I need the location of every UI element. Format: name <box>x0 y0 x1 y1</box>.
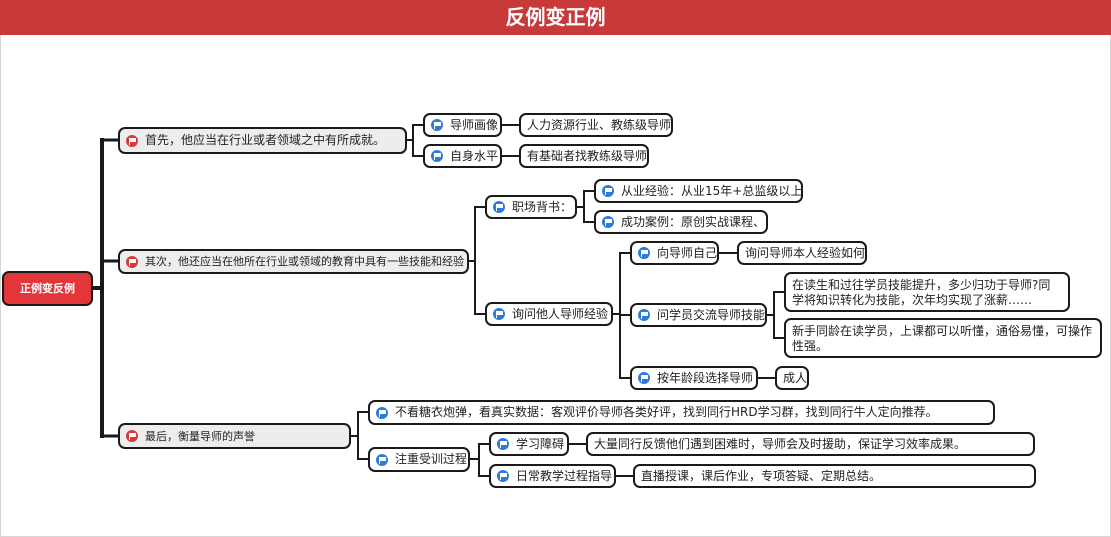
blue-flag-icon <box>602 185 614 197</box>
topic-node[interactable]: 询问他人导师经验 <box>485 302 613 326</box>
blue-flag-icon <box>493 201 505 213</box>
topic-node[interactable]: 自身水平 <box>423 144 502 168</box>
blue-flag-icon <box>602 216 614 228</box>
topic-node[interactable]: 不看糖衣炮弹，看真实数据：客观评价导师各类好评，找到同行HRD学习群，找到同行牛… <box>368 400 995 425</box>
topic-node[interactable]: 日常教学过程指导 <box>489 464 616 488</box>
node-label: 不看糖衣炮弹，看真实数据：客观评价导师各类好评，找到同行HRD学习群，找到同行牛… <box>395 405 938 419</box>
blue-flag-icon <box>493 308 505 320</box>
connector-line <box>350 411 369 460</box>
topic-node[interactable]: 职场背书： <box>485 195 577 219</box>
node-label: 自身水平 <box>450 148 499 163</box>
node-label: 成功案例：原创实战课程、 <box>621 214 766 229</box>
node-label: 直播授课，课后作业，专项答疑、定期总结。 <box>641 468 882 483</box>
topic-node[interactable]: 导师画像 <box>423 113 502 137</box>
node-label: 成人 <box>783 370 808 385</box>
node-label: 新手同龄在读学员，上课都可以听懂，通俗易懂，可操作性强。 <box>792 324 1093 353</box>
blue-flag-icon <box>431 119 443 131</box>
connector-line <box>501 124 520 157</box>
blue-flag-icon <box>497 438 509 450</box>
connector-line <box>576 190 595 223</box>
topic-node[interactable]: 学习障碍 <box>489 432 569 456</box>
branch-node[interactable]: 最后，衡量导师的声誉 <box>118 423 351 449</box>
node-label: 职场背书： <box>512 199 573 214</box>
node-label: 大量同行反馈他们遇到困难时，导师会及时援助，保证学习效率成果。 <box>594 436 967 451</box>
root-node[interactable]: 正例变反例 <box>2 271 93 306</box>
connector-line <box>612 252 631 379</box>
page-title: 反例变正例 <box>0 0 1111 35</box>
node-label: 从业经验：从业15年+总监级以上 <box>621 183 803 198</box>
red-flag-icon <box>126 134 138 147</box>
topic-node[interactable]: 询问导师本人经验如何 <box>737 241 867 265</box>
node-label: 询问他人导师经验 <box>512 306 609 321</box>
connector-line <box>468 206 486 315</box>
node-label: 向导师自己 <box>657 245 718 260</box>
blue-flag-icon <box>431 150 443 162</box>
node-label: 最后，衡量导师的声誉 <box>145 429 255 443</box>
node-label: 日常教学过程指导 <box>516 468 613 483</box>
topic-node[interactable]: 从业经验：从业15年+总监级以上 <box>594 179 803 203</box>
topic-node[interactable]: 在读生和过往学员技能提升，多少归功于导师?同学将知识转化为技能，次年均实现了涨薪… <box>784 272 1070 312</box>
topic-node[interactable]: 直播授课，课后作业，专项答疑、定期总结。 <box>633 464 1036 488</box>
red-flag-icon <box>126 430 138 442</box>
node-label: 问学员交流导师技能 <box>657 307 766 322</box>
connector-line <box>568 443 634 477</box>
blue-flag-icon <box>638 372 650 384</box>
node-label: 首先，他应当在行业或者领域之中有所成就。 <box>145 133 386 147</box>
branch-node[interactable]: 其次，他还应当在他所在行业或领域的教育中具有一些技能和经验 <box>118 249 469 274</box>
topic-node[interactable]: 成人 <box>775 366 809 390</box>
topic-node[interactable]: 大量同行反馈他们遇到困难时，导师会及时援助，保证学习效率成果。 <box>586 432 1035 456</box>
node-label: 有基础者找教练级导师 <box>527 148 648 163</box>
branch-node[interactable]: 首先，他应当在行业或者领域之中有所成就。 <box>118 127 407 154</box>
node-label: 学习障碍 <box>516 436 565 451</box>
node-label: 其次，他还应当在他所在行业或领域的教育中具有一些技能和经验 <box>145 255 464 268</box>
node-label: 注重受训过程 <box>395 452 468 466</box>
blue-flag-icon <box>376 406 388 419</box>
topic-node[interactable]: 问学员交流导师技能 <box>630 303 767 327</box>
blue-flag-icon <box>497 470 509 482</box>
node-label: 导师画像 <box>450 117 499 132</box>
connector-line <box>469 443 490 477</box>
node-label: 人力资源行业、教练级导师 <box>527 117 672 132</box>
topic-node[interactable]: 有基础者找教练级导师 <box>519 144 649 168</box>
connector-line <box>406 124 424 157</box>
node-label: 在读生和过往学员技能提升，多少归功于导师?同学将知识转化为技能，次年均实现了涨薪… <box>792 278 1051 307</box>
node-label: 按年龄段选择导师 <box>657 370 754 385</box>
topic-node[interactable]: 人力资源行业、教练级导师 <box>519 113 673 137</box>
topic-node[interactable]: 新手同龄在读学员，上课都可以听懂，通俗易懂，可操作性强。 <box>784 318 1102 358</box>
topic-node[interactable]: 向导师自己 <box>630 241 719 265</box>
topic-node[interactable]: 注重受训过程 <box>368 447 470 472</box>
blue-flag-icon <box>638 247 650 259</box>
blue-flag-icon <box>638 309 650 321</box>
connector-line <box>766 291 785 339</box>
red-flag-icon <box>126 255 138 268</box>
topic-node[interactable]: 成功案例：原创实战课程、 <box>594 210 768 234</box>
root-label: 正例变反例 <box>20 282 75 295</box>
blue-flag-icon <box>376 453 388 466</box>
node-label: 询问导师本人经验如何 <box>745 245 866 260</box>
topic-node[interactable]: 按年龄段选择导师 <box>630 366 758 390</box>
